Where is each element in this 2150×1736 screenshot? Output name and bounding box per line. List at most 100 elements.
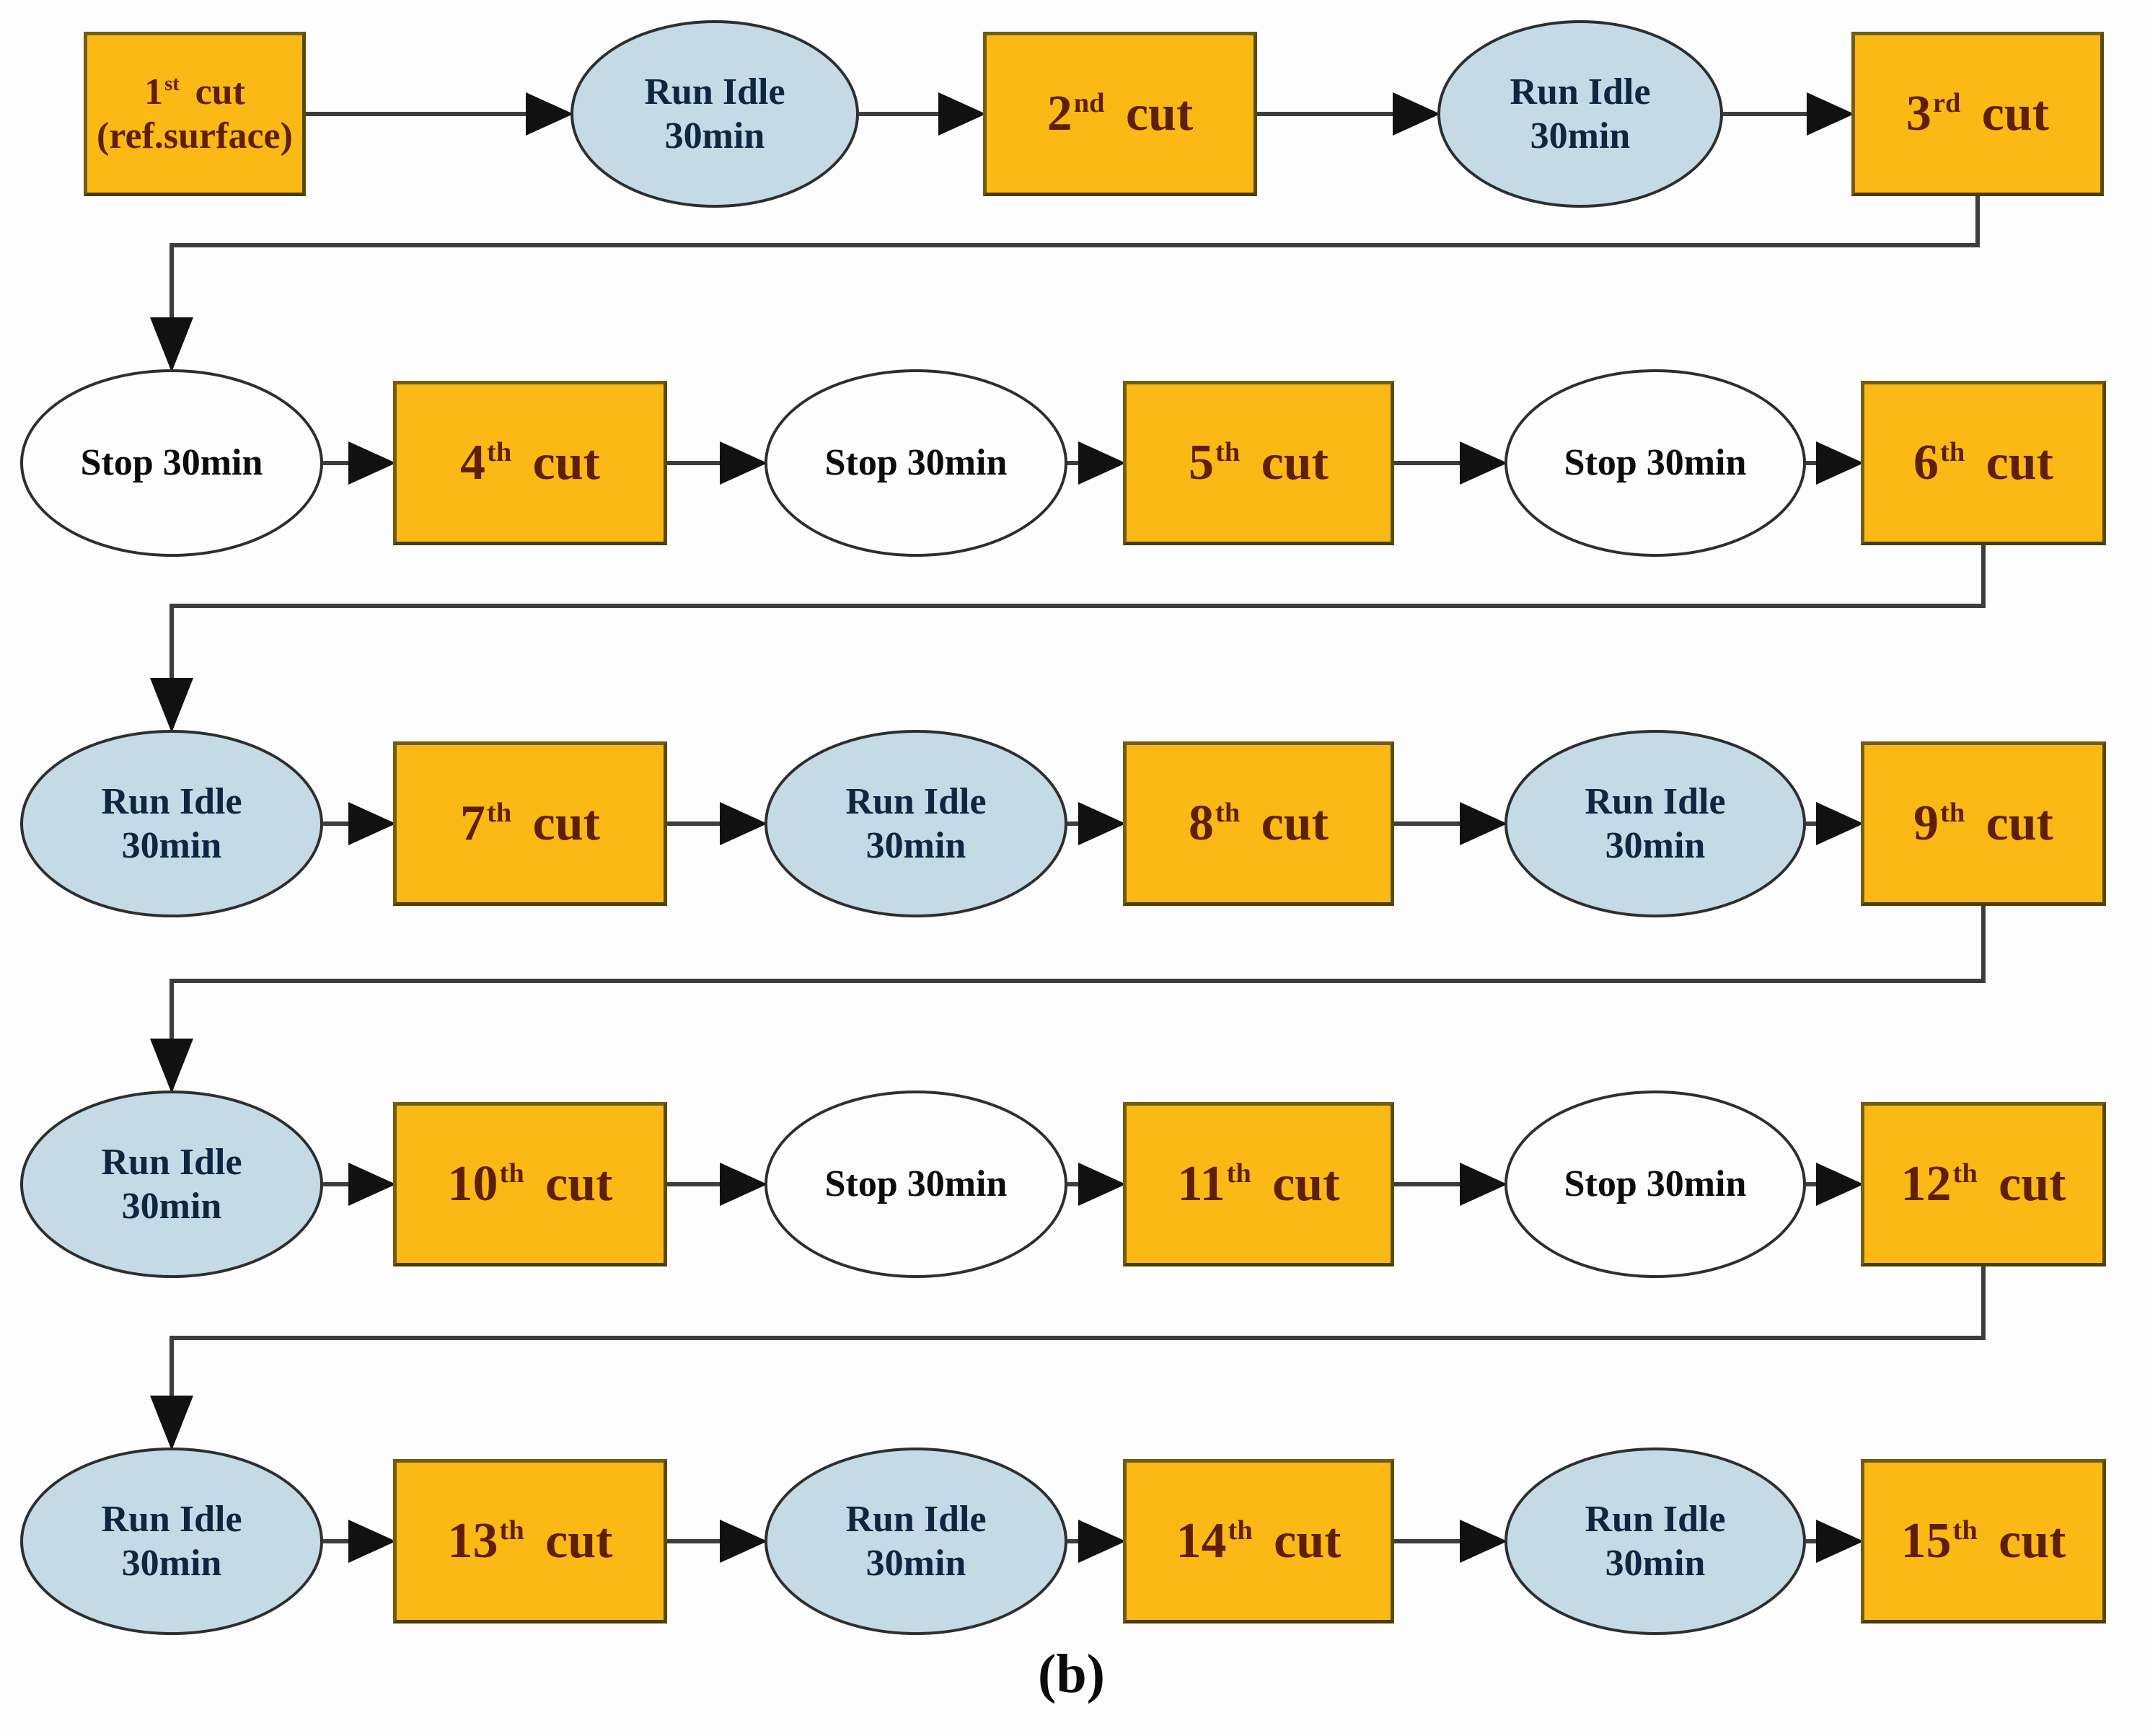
flow-arrow	[1806, 1163, 1864, 1206]
row-wrap-connector	[150, 906, 1986, 1093]
ellipse-label-line1: Run Idle	[1585, 1498, 1726, 1540]
row-wrap-connector	[150, 545, 1986, 733]
ellipse-label-line2: 30min	[1605, 1543, 1706, 1584]
cut-note: (ref.surface)	[97, 115, 293, 157]
ellipse-label-line1: Run Idle	[845, 780, 987, 822]
flow-arrow	[667, 802, 767, 845]
flow-arrow	[1257, 92, 1440, 136]
ordinal-suffix: th	[1952, 1515, 1978, 1546]
stop-ellipse: Stop 30min	[20, 369, 323, 557]
ordinal-suffix: nd	[1073, 88, 1105, 119]
flow-arrow	[859, 92, 986, 136]
stop-ellipse: Stop 30min	[765, 1090, 1067, 1278]
row-wrap-connector	[150, 1266, 1986, 1450]
flow-arrow	[1394, 1163, 1507, 1206]
ellipse-label-line2: 30min	[865, 825, 966, 866]
ellipse-label-line1: Run Idle	[101, 1498, 242, 1540]
ordinal-suffix: rd	[1932, 88, 1961, 119]
flow-arrow	[323, 1163, 396, 1206]
ellipse-label-line1: Run Idle	[1510, 71, 1651, 113]
ellipse-label-line1: Run Idle	[644, 71, 785, 113]
ellipse-label-line2: 30min	[664, 115, 765, 157]
flow-arrow	[306, 92, 573, 136]
ordinal-suffix: st	[164, 73, 180, 96]
flow-arrow	[667, 441, 767, 485]
flow-arrow	[667, 1520, 767, 1563]
ellipse-label-line2: 30min	[121, 1543, 222, 1584]
figure-caption: (b)	[1038, 1644, 1105, 1704]
flow-arrow	[1723, 92, 1854, 136]
ordinal-suffix: th	[1940, 798, 1965, 829]
ellipse-label-line1: Stop 30min	[1564, 1163, 1747, 1205]
ordinal-suffix: th	[487, 437, 512, 468]
ordinal-suffix: th	[1228, 1515, 1253, 1546]
flow-arrow	[1806, 1520, 1864, 1563]
flow-arrow	[1806, 441, 1864, 485]
ellipse-label-line1: Run Idle	[845, 1498, 987, 1540]
flow-arrow	[1394, 441, 1507, 485]
flow-arrow	[1394, 802, 1507, 845]
ordinal-suffix: th	[487, 798, 512, 829]
ellipse-label-line2: 30min	[121, 1186, 222, 1227]
ordinal-suffix: th	[1952, 1158, 1978, 1189]
flow-arrow	[323, 1520, 396, 1563]
stop-ellipse: Stop 30min	[1504, 1090, 1806, 1278]
stop-ellipse: Stop 30min	[1504, 369, 1806, 557]
ellipse-label-line2: 30min	[1530, 115, 1631, 157]
ellipse-label-line1: Stop 30min	[824, 1163, 1008, 1205]
ellipse-label-line1: Stop 30min	[80, 442, 263, 484]
row-wrap-connector	[150, 196, 1980, 372]
ellipse-label-line1: Run Idle	[101, 780, 242, 822]
ellipse-label-line1: Stop 30min	[1564, 442, 1747, 484]
flow-arrow	[1067, 441, 1126, 485]
ordinal-suffix: th	[499, 1515, 524, 1546]
ellipse-label-line2: 30min	[865, 1543, 966, 1584]
ellipse-label-line1: Stop 30min	[824, 442, 1008, 484]
ellipse-label-line2: 30min	[1605, 825, 1706, 866]
ellipse-label-line1: Run Idle	[1585, 780, 1726, 822]
ordinal-suffix: th	[1226, 1158, 1251, 1189]
flow-arrow	[323, 441, 396, 485]
flow-arrow	[667, 1163, 767, 1206]
ordinal-suffix: th	[1215, 437, 1241, 468]
ordinal-suffix: th	[499, 1158, 524, 1189]
flow-arrow	[323, 802, 396, 845]
ordinal-suffix: th	[1940, 437, 1965, 468]
